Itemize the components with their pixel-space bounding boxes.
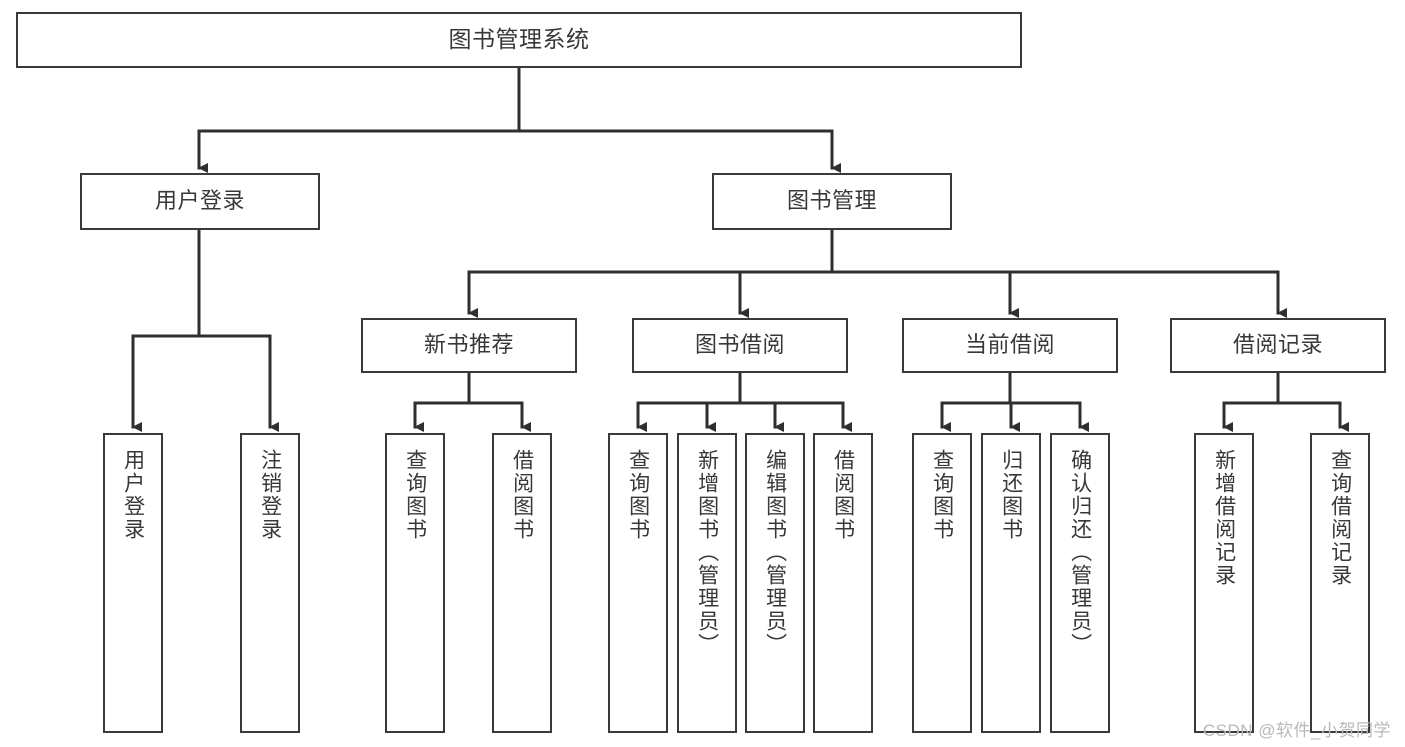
- node-label: 借阅图书: [510, 449, 534, 541]
- leaf-current-confirm-return-admin[interactable]: 确认归还（管理员）: [1050, 433, 1110, 733]
- node-label: 查询图书: [930, 449, 954, 541]
- leaf-borrow-edit-book-admin[interactable]: 编辑图书（管理员）: [745, 433, 805, 733]
- leaf-newbook-query-books[interactable]: 查询图书: [385, 433, 445, 733]
- node-label: 当前借阅: [964, 332, 1055, 358]
- node-label: 用户登录: [154, 188, 245, 214]
- node-label: 借阅记录: [1232, 332, 1323, 358]
- node-label: 查询图书: [403, 449, 427, 541]
- node-label: 新书推荐: [423, 332, 514, 358]
- leaf-logout-login[interactable]: 注销登录: [240, 433, 300, 733]
- leaf-newbook-borrow-books[interactable]: 借阅图书: [492, 433, 552, 733]
- leaf-current-query-books[interactable]: 查询图书: [912, 433, 972, 733]
- node-label: 图书管理系统: [448, 26, 590, 53]
- node-label: 归还图书: [999, 449, 1023, 541]
- node-label: 确认归还（管理员）: [1068, 449, 1092, 656]
- node-label: 查询借阅记录: [1328, 449, 1352, 587]
- node-new-book-recommendation[interactable]: 新书推荐: [361, 318, 577, 373]
- leaf-current-return-books[interactable]: 归还图书: [981, 433, 1041, 733]
- leaf-borrow-borrow-books[interactable]: 借阅图书: [813, 433, 873, 733]
- node-label: 图书管理: [786, 188, 877, 214]
- node-borrowing-record[interactable]: 借阅记录: [1170, 318, 1386, 373]
- leaf-borrow-query-books[interactable]: 查询图书: [608, 433, 668, 733]
- node-label: 图书借阅: [694, 332, 785, 358]
- leaf-borrow-add-book-admin[interactable]: 新增图书（管理员）: [677, 433, 737, 733]
- leaf-record-add-borrow-record[interactable]: 新增借阅记录: [1194, 433, 1254, 733]
- node-book-borrowing[interactable]: 图书借阅: [632, 318, 848, 373]
- node-book-management[interactable]: 图书管理: [712, 173, 952, 230]
- node-label: 注销登录: [258, 449, 282, 541]
- leaf-user-login[interactable]: 用户登录: [103, 433, 163, 733]
- node-label: 新增图书（管理员）: [695, 449, 719, 656]
- node-label: 查询图书: [626, 449, 650, 541]
- node-root-book-management-system[interactable]: 图书管理系统: [16, 12, 1022, 68]
- node-label: 编辑图书（管理员）: [763, 449, 787, 656]
- node-label: 借阅图书: [831, 449, 855, 541]
- csdn-watermark: CSDN @软件_小贺同学: [1202, 721, 1391, 740]
- node-label: 用户登录: [121, 449, 145, 541]
- node-user-login[interactable]: 用户登录: [80, 173, 320, 230]
- node-label: 新增借阅记录: [1212, 449, 1236, 587]
- node-current-borrowing[interactable]: 当前借阅: [902, 318, 1118, 373]
- leaf-record-query-borrow-record[interactable]: 查询借阅记录: [1310, 433, 1370, 733]
